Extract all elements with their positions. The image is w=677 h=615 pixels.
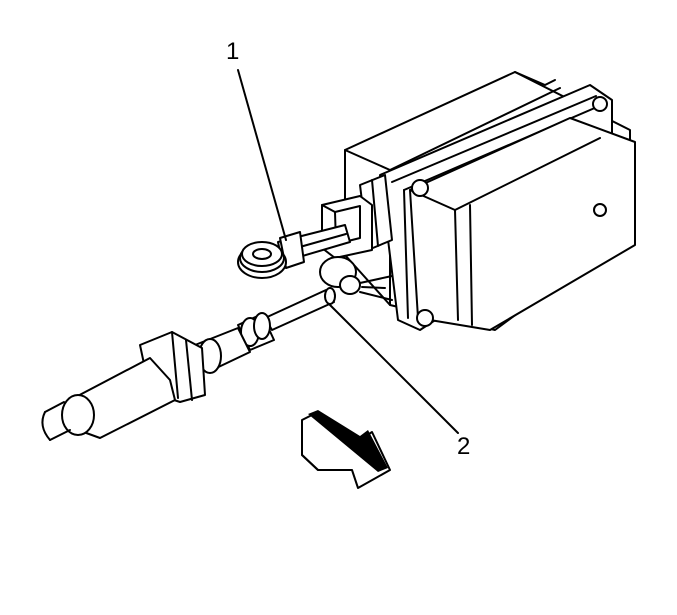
leader-line-2 bbox=[329, 304, 459, 434]
cable-retainer-stud bbox=[319, 256, 393, 301]
leader-line-1 bbox=[237, 69, 287, 241]
cable-terminal-eyelet bbox=[237, 224, 351, 279]
callout-2: 2 bbox=[457, 433, 471, 460]
direction-arrow-icon bbox=[301, 410, 391, 489]
cable-end-fitting bbox=[41, 287, 336, 441]
callout-1: 1 bbox=[226, 38, 240, 65]
actuator-housing bbox=[344, 71, 636, 331]
